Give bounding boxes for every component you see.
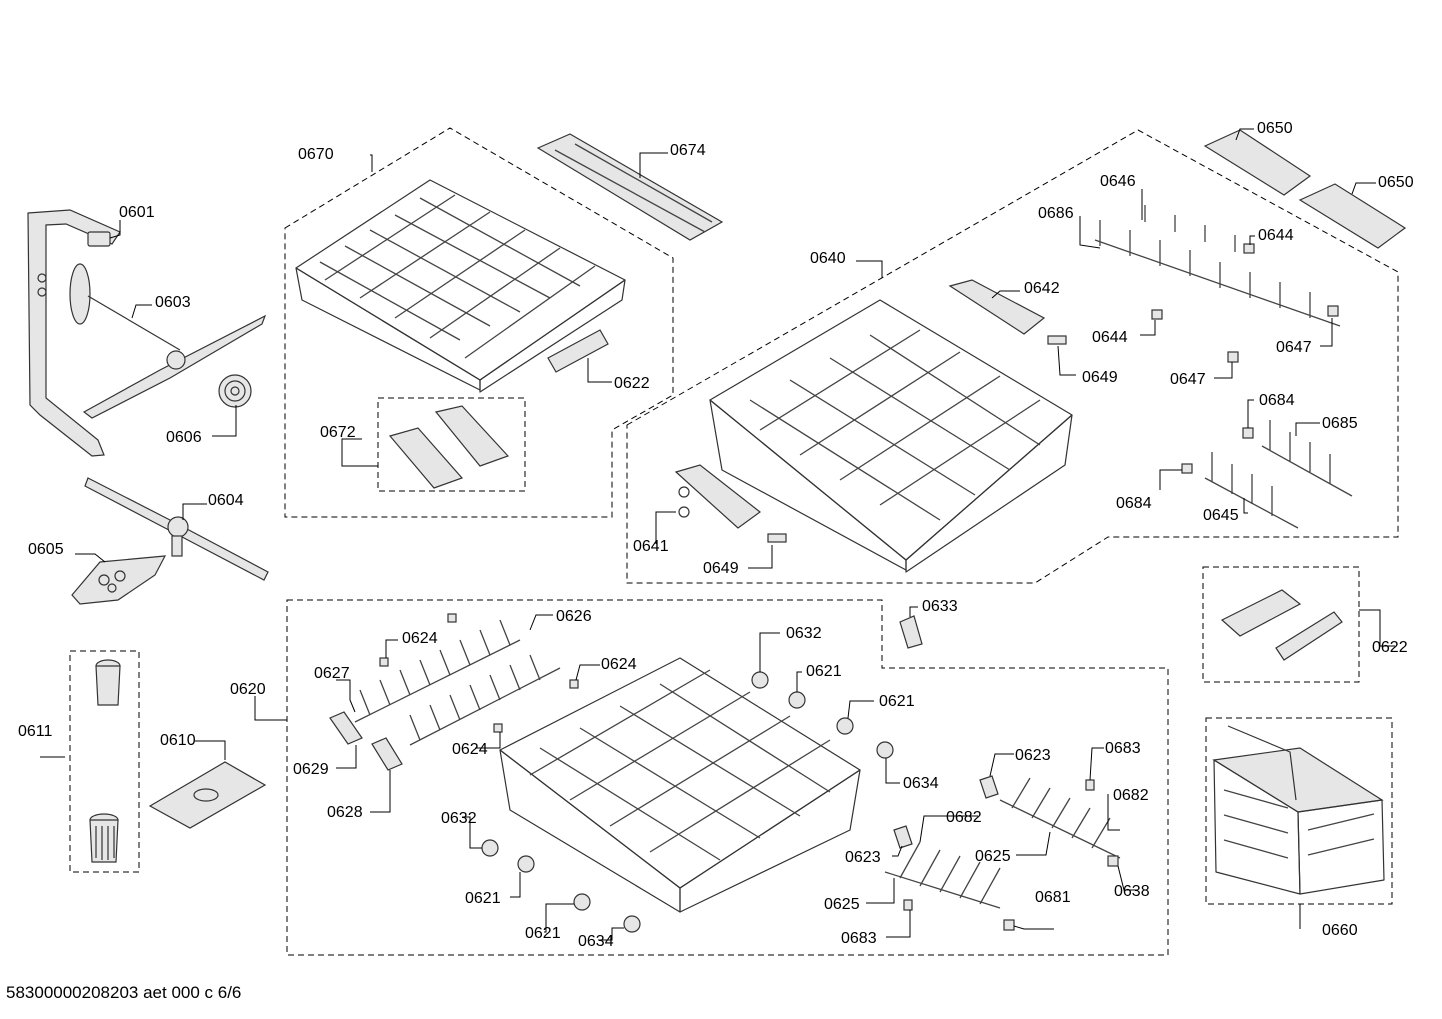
label-0621: 0621 xyxy=(806,663,842,680)
label-0625: 0625 xyxy=(975,848,1011,865)
label-0683: 0683 xyxy=(841,930,877,947)
label-0624: 0624 xyxy=(601,656,637,673)
label-0649: 0649 xyxy=(1082,369,1118,386)
label-0632: 0632 xyxy=(441,810,477,827)
label-0634: 0634 xyxy=(903,775,939,792)
label-0632: 0632 xyxy=(786,625,822,642)
upper-spray-arm-part xyxy=(69,263,267,419)
label-0622: 0622 xyxy=(614,375,650,392)
label-0645: 0645 xyxy=(1203,507,1239,524)
basket-handle-part xyxy=(547,329,609,373)
label-0622: 0622 xyxy=(1372,639,1408,656)
leader-lines xyxy=(40,128,1395,941)
label-0621: 0621 xyxy=(465,890,501,907)
label-0644: 0644 xyxy=(1258,227,1294,244)
supply-pipe-part xyxy=(27,209,121,457)
label-0674: 0674 xyxy=(670,142,706,159)
spike-rack-part xyxy=(1203,129,1407,249)
label-0605: 0605 xyxy=(28,541,64,558)
label-0620: 0620 xyxy=(230,681,266,698)
label-0623: 0623 xyxy=(845,849,881,866)
label-0682: 0682 xyxy=(946,809,982,826)
label-0647: 0647 xyxy=(1276,339,1312,356)
label-0683: 0683 xyxy=(1105,740,1141,757)
lower-spray-arm-part xyxy=(84,477,269,581)
label-0672: 0672 xyxy=(320,424,356,441)
middle-basket-part xyxy=(709,299,1073,573)
label-0623: 0623 xyxy=(1015,747,1051,764)
height-adjuster-part xyxy=(674,279,1046,529)
slider-part xyxy=(767,533,787,543)
small-prong-row-part xyxy=(1204,420,1353,529)
label-0681: 0681 xyxy=(1035,889,1071,906)
label-0642: 0642 xyxy=(1024,280,1060,297)
label-0621: 0621 xyxy=(525,925,561,942)
basket-rail-part xyxy=(388,405,510,489)
cutlery-basket-group-outline xyxy=(1205,717,1393,905)
handle-group-outline xyxy=(1202,566,1360,683)
sieve-part xyxy=(71,555,167,605)
label-0629: 0629 xyxy=(293,761,329,778)
label-0624: 0624 xyxy=(452,741,488,758)
clip-part xyxy=(1151,243,1339,474)
label-0624: 0624 xyxy=(402,630,438,647)
cutlery-tray-part xyxy=(536,133,724,241)
lower-flap-rack-part xyxy=(884,775,1121,931)
lower-basket-group-outline xyxy=(286,599,1169,956)
label-0627: 0627 xyxy=(314,665,350,682)
handle-part xyxy=(1220,589,1343,661)
label-0644: 0644 xyxy=(1092,329,1128,346)
label-0601: 0601 xyxy=(119,204,155,221)
label-0670: 0670 xyxy=(298,146,334,163)
label-0606: 0606 xyxy=(166,429,202,446)
part-labels: 0601 0603 0606 0604 0605 0611 0610 0670 … xyxy=(18,120,1414,950)
flat-filter-part xyxy=(148,761,267,829)
round-filter-part xyxy=(218,374,252,408)
label-0684: 0684 xyxy=(1259,392,1295,409)
document-id: 58300000208203 aet 000 c 6/6 xyxy=(6,983,241,1002)
label-0650: 0650 xyxy=(1257,120,1293,137)
filter-group-outline xyxy=(69,650,140,873)
upper-basket-part xyxy=(295,179,626,393)
label-0633: 0633 xyxy=(922,598,958,615)
label-0640: 0640 xyxy=(810,250,846,267)
label-0649: 0649 xyxy=(703,560,739,577)
label-0647: 0647 xyxy=(1170,371,1206,388)
label-0634: 0634 xyxy=(578,933,614,950)
upper-basket-group-outline xyxy=(284,127,674,518)
label-0685: 0685 xyxy=(1322,415,1358,432)
label-0621: 0621 xyxy=(879,693,915,710)
cutlery-basket-part xyxy=(1212,725,1385,895)
lower-prong-row-part xyxy=(354,619,561,746)
label-0611: 0611 xyxy=(18,723,53,740)
label-0604: 0604 xyxy=(208,492,244,509)
lock-part xyxy=(899,615,923,649)
label-0686: 0686 xyxy=(1038,205,1074,222)
roller-part xyxy=(481,671,894,933)
label-0646: 0646 xyxy=(1100,173,1136,190)
label-0603: 0603 xyxy=(155,294,191,311)
label-0628: 0628 xyxy=(327,804,363,821)
label-0682: 0682 xyxy=(1113,787,1149,804)
slider-part xyxy=(1047,335,1067,345)
label-0610: 0610 xyxy=(160,732,196,749)
label-0626: 0626 xyxy=(556,608,592,625)
label-0650: 0650 xyxy=(1378,174,1414,191)
label-0641: 0641 xyxy=(633,538,669,555)
holder-part xyxy=(329,613,579,771)
lower-basket-part xyxy=(499,657,861,913)
label-0660: 0660 xyxy=(1322,922,1358,939)
fine-filter-part xyxy=(89,659,121,863)
label-0684: 0684 xyxy=(1116,495,1152,512)
prong-row-part xyxy=(1094,205,1341,327)
cutlery-rail-group-outline xyxy=(377,397,526,492)
label-0638: 0638 xyxy=(1114,883,1150,900)
label-0625: 0625 xyxy=(824,896,860,913)
